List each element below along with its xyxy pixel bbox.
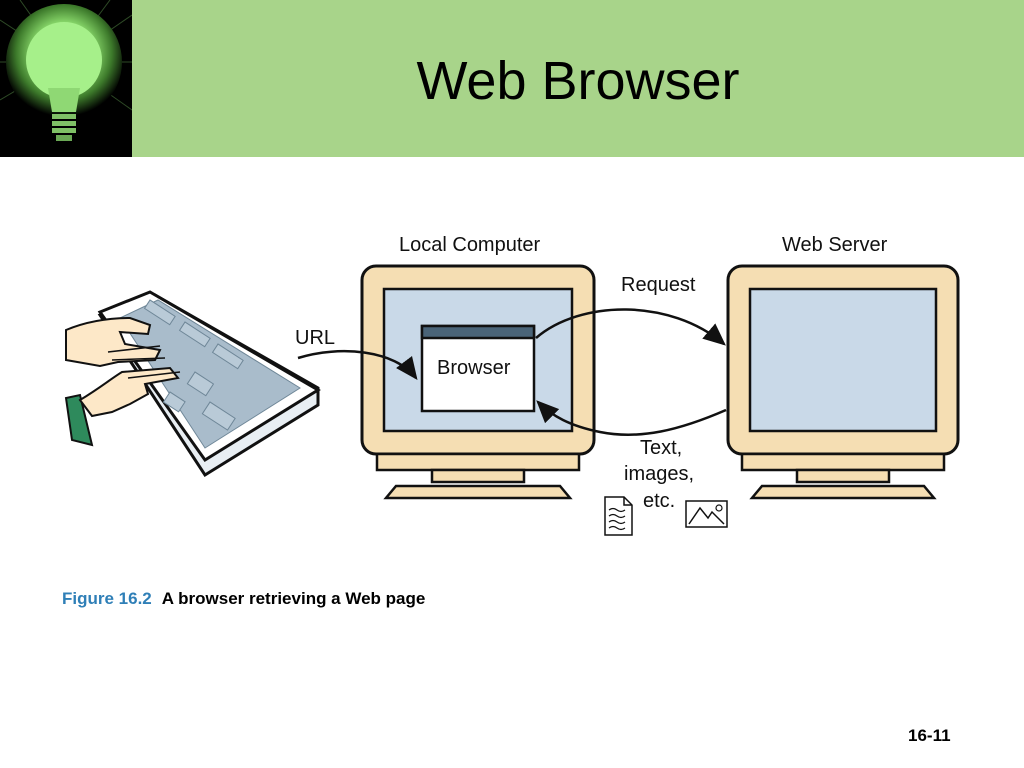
- document-icon: [604, 496, 633, 536]
- browser-label: Browser: [437, 357, 511, 379]
- response-arrow: [536, 400, 727, 436]
- slide-title: Web Browser: [416, 51, 740, 111]
- response-label-line2: images,: [624, 463, 695, 485]
- response-label-line3: etc.: [643, 490, 676, 512]
- response-label-line1: Text,: [640, 437, 683, 459]
- web-server-label: Web Server: [782, 234, 888, 256]
- image-icon: [685, 500, 728, 528]
- url-label: URL: [295, 327, 336, 349]
- keyboard-illustration: [97, 290, 321, 478]
- header-bar: [0, 0, 1024, 157]
- light-bulb-icon: [0, 0, 132, 157]
- figure-caption-text: A browser retrieving a Web page: [161, 589, 426, 608]
- local-computer-label: Local Computer: [399, 234, 541, 256]
- url-arrow: [297, 349, 418, 380]
- logo-panel: [0, 0, 132, 157]
- browser-window: [420, 324, 536, 413]
- request-label: Request: [621, 274, 696, 296]
- slide-number: 16-11: [908, 726, 951, 745]
- figure-caption: Figure 16.2 A browser retrieving a Web pa…: [62, 589, 425, 609]
- request-arrow: [535, 308, 726, 346]
- web-server-monitor: [726, 264, 960, 500]
- hands-illustration: [64, 316, 181, 447]
- figure-number: Figure 16.2: [62, 589, 152, 608]
